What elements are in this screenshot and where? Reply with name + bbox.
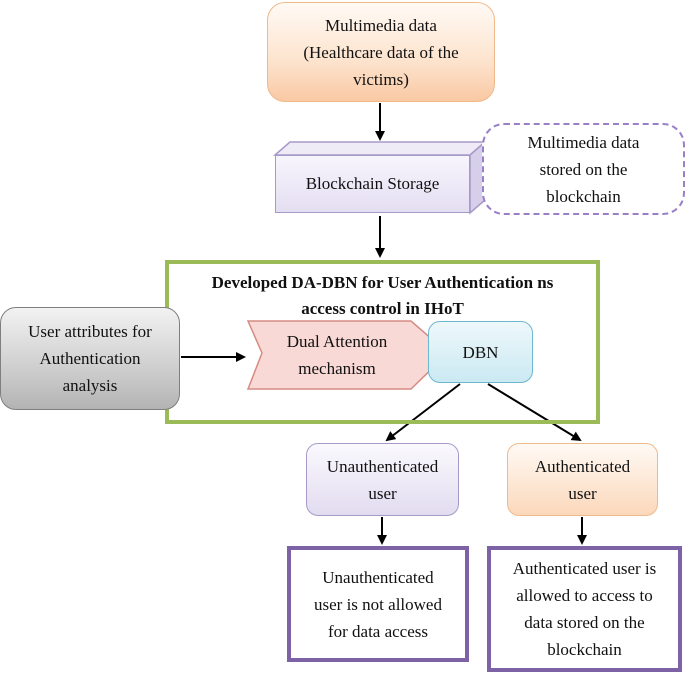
dual-attention-line-1: Dual Attention xyxy=(286,332,388,351)
frame-title-line-2: access control in IHoT xyxy=(301,299,464,318)
storage-note-callout: Multimedia data stored on the blockchain xyxy=(482,123,685,215)
auth-line-1: Authenticated xyxy=(534,456,631,476)
dual-attention-shape xyxy=(246,320,450,390)
dbn-box: DBN xyxy=(428,321,533,383)
note-line-3: blockchain xyxy=(546,186,621,206)
unauth-result-line-1: Unauthenticated xyxy=(322,567,434,587)
note-line-1: Multimedia data xyxy=(527,132,640,152)
note-line-2: stored on the xyxy=(539,159,628,179)
multimedia-line-2: (Healthcare data of the xyxy=(303,42,459,62)
unauth-result-line-3: for data access xyxy=(327,621,429,641)
dual-attention-line-2: mechanism xyxy=(298,359,376,378)
user-attributes-box: User attributes for Authentication analy… xyxy=(0,307,180,410)
arrow-dbn-to-auth xyxy=(487,383,582,442)
authenticated-result-box: Authenticated user is allowed to access … xyxy=(487,546,682,672)
unauth-result-line-2: user is not allowed xyxy=(314,594,442,614)
unauth-line-1: Unauthenticated xyxy=(326,456,439,476)
dbn-label: DBN xyxy=(462,342,499,362)
frame-title: Developed DA-DBN for User Authentication… xyxy=(170,270,595,322)
auth-line-2: user xyxy=(568,483,597,503)
blockchain-storage-label: Blockchain Storage xyxy=(305,174,440,193)
frame-title-line-1: Developed DA-DBN for User Authentication… xyxy=(211,273,554,292)
dual-attention-label: Dual Attention mechanism xyxy=(262,328,412,382)
arrow-dbn-to-unauth xyxy=(385,383,461,442)
storage-top-face xyxy=(272,141,488,156)
blockchain-storage-box xyxy=(275,155,470,213)
unauthenticated-user-box: Unauthenticated user xyxy=(306,443,459,516)
auth-result-line-4: blockchain xyxy=(547,640,622,659)
multimedia-data-box: Multimedia data (Healthcare data of the … xyxy=(267,2,495,102)
multimedia-line-1: Multimedia data xyxy=(325,15,437,35)
multimedia-line-3: victims) xyxy=(353,69,409,89)
unauth-line-2: user xyxy=(368,483,397,503)
authenticated-user-box: Authenticated user xyxy=(507,443,658,516)
user-attr-line-3: analysis xyxy=(62,376,118,395)
auth-result-line-1: Authenticated user is xyxy=(512,559,657,578)
unauthenticated-result-box: Unauthenticated user is not allowed for … xyxy=(287,546,469,662)
auth-result-line-2: allowed to access to xyxy=(516,586,653,605)
auth-result-line-3: data stored on the xyxy=(524,613,645,632)
user-attr-line-1: User attributes for xyxy=(28,322,152,341)
user-attr-line-2: Authentication xyxy=(39,349,141,368)
